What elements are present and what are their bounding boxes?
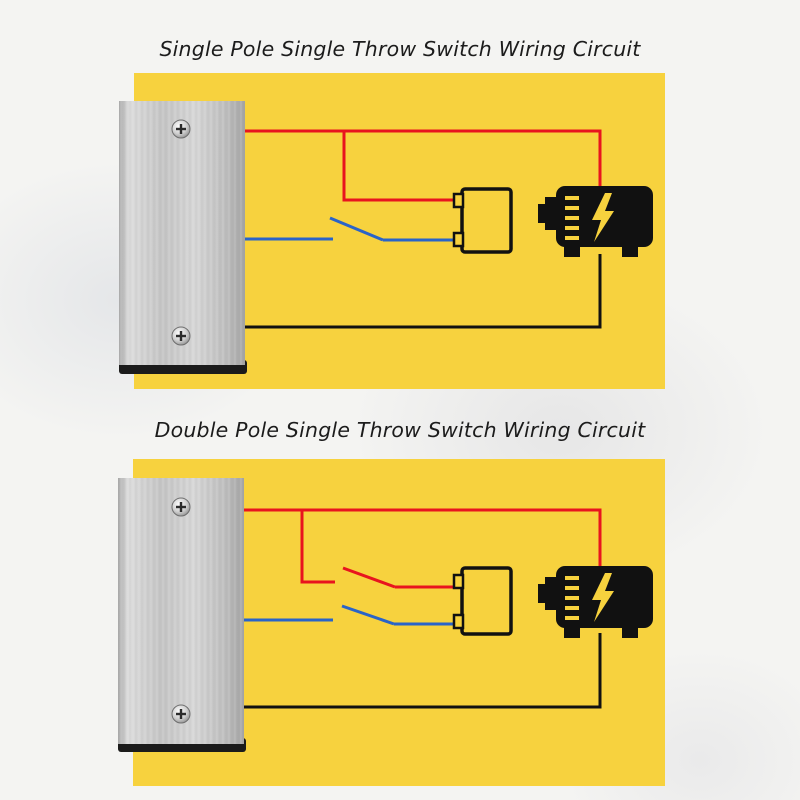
neutral-wire <box>244 604 457 626</box>
screw-icon <box>171 119 191 139</box>
relay-icon <box>452 566 513 636</box>
screw-icon <box>171 704 191 724</box>
switch-blade <box>329 216 384 242</box>
screw-icon <box>171 326 191 346</box>
switch-blade-lower <box>341 604 395 626</box>
ground-wire <box>244 633 602 709</box>
plate-brushed-texture <box>118 478 244 744</box>
switch-blade-upper <box>342 566 396 589</box>
diagram-dpst <box>118 459 665 786</box>
neutral-wire <box>245 216 457 242</box>
diagram-spst <box>119 73 665 389</box>
motor-icon <box>538 566 653 638</box>
diagram-title-spst: Single Pole Single Throw Switch Wiring C… <box>159 37 641 61</box>
switch-wall-plate <box>118 478 246 752</box>
ground-wire <box>245 254 602 329</box>
switch-wall-plate <box>119 101 247 374</box>
live-wire <box>244 508 602 589</box>
live-wire <box>245 129 602 202</box>
plate-brushed-texture <box>119 101 245 365</box>
lightning-bolt-icon <box>592 573 614 622</box>
relay-icon <box>452 187 513 254</box>
diagram-title-dpst: Double Pole Single Throw Switch Wiring C… <box>154 418 646 442</box>
motor-icon <box>538 186 653 257</box>
screw-icon <box>171 497 191 517</box>
lightning-bolt-icon <box>592 193 614 242</box>
